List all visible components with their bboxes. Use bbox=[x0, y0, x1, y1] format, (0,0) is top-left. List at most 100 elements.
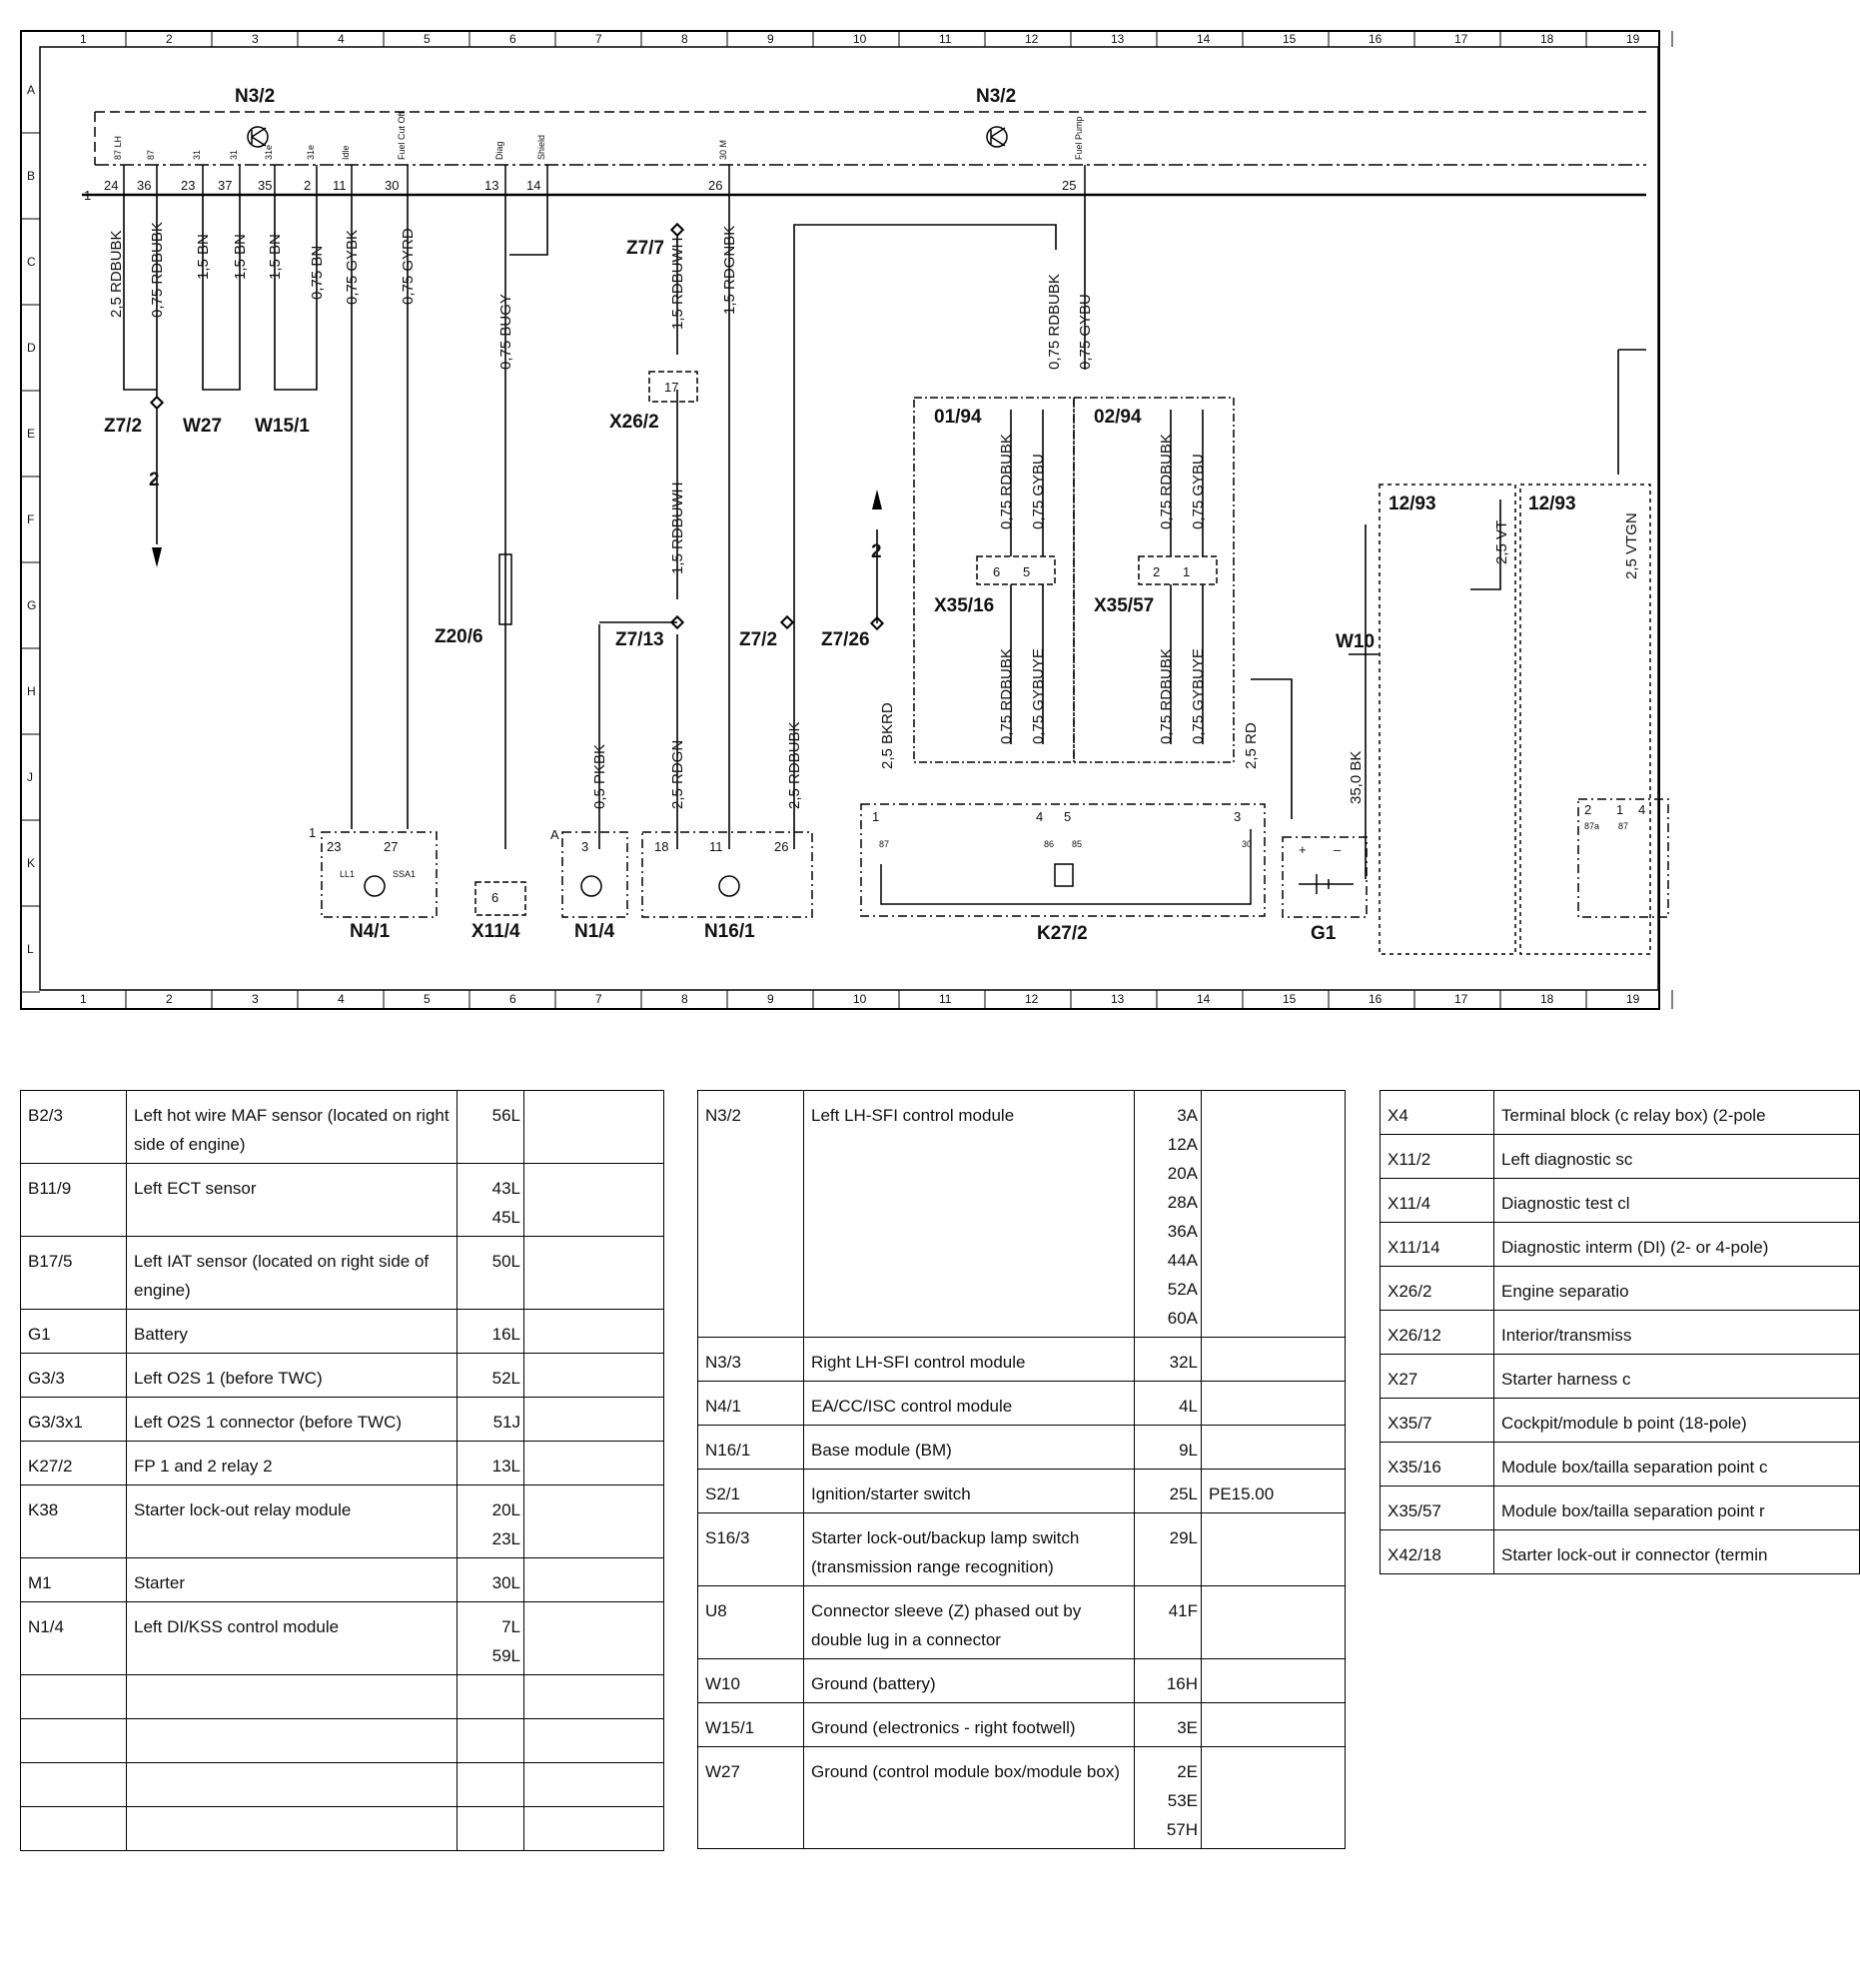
legend-cell-loc: 50L bbox=[457, 1236, 524, 1310]
pin-tag-87: 87 bbox=[146, 150, 156, 160]
pin-3: 3 bbox=[1234, 809, 1241, 824]
grid-column-number: 8 bbox=[681, 32, 688, 46]
label-w10: W10 bbox=[1336, 631, 1375, 652]
legend-row bbox=[20, 1762, 664, 1807]
legend-cell-desc: Engine separatio bbox=[1493, 1266, 1860, 1311]
legend-row bbox=[20, 1806, 664, 1851]
legend-cell-code: U8 bbox=[697, 1585, 804, 1659]
legend-cell-desc: Base module (BM) bbox=[803, 1425, 1135, 1470]
wire-label: 2,5 RDBUBK bbox=[786, 721, 803, 809]
pin-2: 2 bbox=[1153, 564, 1160, 579]
grid-row-letter: D bbox=[27, 341, 36, 355]
pin-tag-87lh: 87 LH bbox=[113, 136, 123, 160]
label-z7-13: Z7/13 bbox=[615, 629, 664, 650]
label-x11-4: X11/4 bbox=[471, 921, 520, 942]
legend-cell-loc: 20L 23L bbox=[457, 1485, 524, 1558]
module-n16-1 bbox=[641, 831, 813, 918]
pin-tag-fuel-pump: Fuel Pump bbox=[1074, 116, 1084, 160]
grid-row-letter: A bbox=[27, 83, 35, 97]
arrow-ref-2: 2 bbox=[149, 470, 160, 491]
n3-2-pins bbox=[123, 165, 1086, 195]
legend-cell-code: X4 bbox=[1380, 1090, 1494, 1135]
wire-label: 2,5 VTGN bbox=[1623, 512, 1640, 579]
legend-cell-desc: Ignition/starter switch bbox=[803, 1469, 1135, 1513]
pin-17: 17 bbox=[664, 380, 678, 395]
label-x35-57: X35/57 bbox=[1094, 595, 1154, 616]
pin-13: 13 bbox=[484, 178, 498, 193]
n3-2-module-box bbox=[82, 111, 1646, 197]
legend-cell-code: S2/1 bbox=[697, 1469, 804, 1513]
legend-cell-desc: Connector sleeve (Z) phased out by doubl… bbox=[803, 1585, 1135, 1659]
grid-row-letter: K bbox=[27, 856, 35, 870]
pin-27: 27 bbox=[384, 839, 398, 854]
wire-label: 1,5 BN bbox=[195, 234, 212, 280]
grid-column-number: 5 bbox=[424, 992, 431, 1006]
legend-cell-loc: 2E 53E 57H bbox=[1134, 1746, 1202, 1849]
grid-column-number: 18 bbox=[1540, 32, 1554, 46]
legend-cell-desc: Module box/tailla separation point c bbox=[1493, 1442, 1860, 1487]
connector-x35-57 bbox=[1138, 555, 1218, 585]
legend-cell-code: X26/12 bbox=[1380, 1310, 1494, 1355]
legend-cell-ref bbox=[523, 1309, 664, 1354]
legend-cell-desc: Ground (electronics - right footwell) bbox=[803, 1702, 1135, 1747]
grid-column-number: 11 bbox=[939, 32, 952, 46]
legend-cell-code: X11/4 bbox=[1380, 1178, 1494, 1223]
wire-label: 2,5 RDGN bbox=[669, 740, 686, 809]
legend-cell-loc bbox=[457, 1718, 524, 1763]
grid-column-number: 19 bbox=[1626, 992, 1640, 1006]
legend-cell-desc bbox=[126, 1762, 458, 1807]
label-12-93-a: 12/93 bbox=[1389, 494, 1436, 514]
legend-cell-desc: Right LH-SFI control module bbox=[803, 1337, 1135, 1382]
legend-row bbox=[20, 1674, 664, 1719]
grid-column-number: 10 bbox=[853, 32, 867, 46]
connector-x35-16 bbox=[976, 555, 1056, 585]
legend-cell-ref bbox=[1201, 1585, 1346, 1659]
legend-cell-code: B11/9 bbox=[20, 1163, 127, 1237]
wire-label: 1,5 RDBUWH bbox=[669, 237, 686, 330]
legend-cell-code: X11/2 bbox=[1380, 1134, 1494, 1179]
label-w15-1: W15/1 bbox=[255, 416, 310, 437]
grid-column-number: 11 bbox=[939, 992, 952, 1006]
grid-column-number: 16 bbox=[1369, 992, 1383, 1006]
legend-cell-code: M1 bbox=[20, 1557, 127, 1602]
legend-cell-code: G1 bbox=[20, 1309, 127, 1354]
grid-column-number: 12 bbox=[1025, 992, 1039, 1006]
grid-row-letter: B bbox=[27, 169, 35, 183]
transistor-icon bbox=[580, 875, 602, 897]
legend-cell-ref bbox=[1201, 1658, 1346, 1703]
legend-cell-ref: PE15.00 bbox=[1201, 1469, 1346, 1513]
pin-11: 11 bbox=[333, 178, 347, 193]
grid-row-letter: E bbox=[27, 427, 35, 441]
grid-row-letter: G bbox=[27, 598, 36, 612]
wire-label: 0,75 RDBUBK bbox=[998, 648, 1015, 744]
splice-point-icon bbox=[669, 222, 685, 238]
label-z7-7: Z7/7 bbox=[626, 238, 664, 259]
legend-cell-ref bbox=[1201, 1512, 1346, 1586]
pin-37: 37 bbox=[218, 178, 232, 193]
legend-cell-code: X35/7 bbox=[1380, 1398, 1494, 1443]
grid-column-number: 14 bbox=[1197, 992, 1211, 1006]
legend-cell-code: N3/3 bbox=[697, 1337, 804, 1382]
label-n16-1: N16/1 bbox=[704, 921, 755, 942]
legend-cell-loc: 30L bbox=[457, 1557, 524, 1602]
diagram-inner-frame bbox=[39, 46, 1659, 991]
legend-cell-ref bbox=[523, 1397, 664, 1442]
wire-label: 0,75 GYBU bbox=[1030, 454, 1047, 529]
grid-column-number: 7 bbox=[595, 32, 602, 46]
legend-cell-desc bbox=[126, 1718, 458, 1763]
wire-label: 0,75 GYBUYE bbox=[1030, 648, 1047, 744]
legend-cell-ref bbox=[523, 1236, 664, 1310]
